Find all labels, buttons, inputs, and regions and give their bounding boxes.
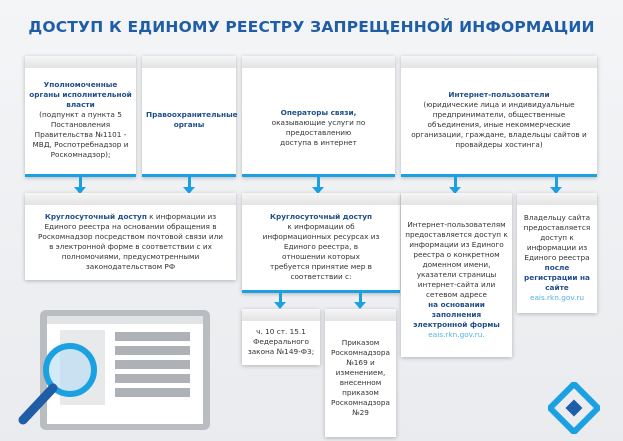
box-text: Владельцу сайта предоставляется доступ к… — [523, 213, 591, 262]
box-owner-access: Владельцу сайта предоставляется доступ к… — [517, 193, 597, 313]
arrow-down — [312, 177, 324, 194]
box-text: (юридические лица и индивидуальные предп… — [411, 100, 587, 149]
box-government-access: Круглосуточный доступ к информации из Ед… — [25, 193, 236, 280]
arrow-down — [183, 177, 195, 194]
box-user-access: Интернет-пользователям предоставляется д… — [401, 193, 512, 357]
box-text: Интернет-пользователям предоставляется д… — [405, 220, 508, 299]
box-text: Приказом Роскомнадзора №169 и изменением… — [331, 338, 390, 417]
box-executive-authorities: Уполномоченные органы исполнительной вла… — [25, 56, 136, 177]
box-internet-users: Интернет-пользователи (юридические лица … — [401, 56, 597, 177]
text: к информации из Единого реестра на основ… — [38, 211, 223, 271]
arrow-down — [550, 177, 562, 194]
box-title: Уполномоченные органы исполнительной вла… — [29, 80, 132, 109]
arrow-down — [74, 177, 86, 194]
box-text: к информации об информационных ресурсах … — [262, 221, 380, 281]
box-title: Интернет-пользователи — [448, 90, 550, 99]
box-text: Круглосуточный доступ к информации из Ед… — [37, 212, 224, 272]
box-operators: Операторы связи, оказывающие услуги по п… — [242, 56, 395, 177]
eais-link[interactable]: eais.rkn.gov.ru — [529, 293, 585, 302]
box-text: оказывающие услуги по предоставлению дос… — [271, 118, 366, 147]
box-law-enforcement: Правоохранительные органы — [142, 56, 238, 177]
box-operator-access: Круглосуточный доступ к информации об ин… — [242, 193, 400, 293]
box-text: (подпункт а пункта 5 Постановления Прави… — [32, 110, 129, 159]
box-law-149: ч. 10 ст. 15.1 Федерального закона №149-… — [242, 309, 320, 365]
arrow-down — [449, 177, 461, 194]
arrow-down — [274, 293, 286, 309]
bold-text: на основании заполнения электронной форм… — [413, 300, 500, 329]
eais-link[interactable]: eais.rkn.gov.ru. — [428, 330, 485, 339]
bold-text: после регистрации на сайте — [524, 263, 590, 292]
rkn-logo — [548, 382, 600, 434]
box-text: ч. 10 ст. 15.1 Федерального закона №149-… — [247, 327, 315, 356]
monitor-magnifier-illustration — [18, 310, 210, 430]
bold-text: Круглосуточный доступ — [44, 211, 147, 221]
arrow-down — [354, 293, 366, 309]
box-order-169: Приказом Роскомнадзора №169 и изменением… — [325, 309, 396, 437]
box-title: Операторы связи, — [280, 108, 357, 117]
box-title: Правоохранительные органы — [146, 110, 238, 129]
bold-text: Круглосуточный доступ — [270, 211, 372, 221]
page-title: ДОСТУП К ЕДИНОМУ РЕЕСТРУ ЗАПРЕЩЕННОЙ ИНФ… — [28, 18, 595, 36]
